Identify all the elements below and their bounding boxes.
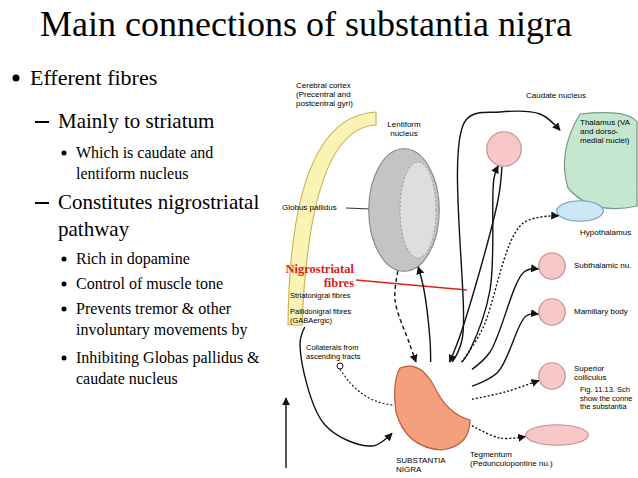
fibre-connector bbox=[462, 166, 498, 362]
node-label: Thalamus (VA and dorso-medial nuclei) bbox=[580, 118, 634, 146]
bullet-text: Which is caudate and lentiform nucleus bbox=[76, 143, 246, 185]
fibre-connector bbox=[461, 216, 558, 362]
outline-ellipse bbox=[369, 149, 440, 272]
bullet-text: Prevents tremor & other involuntary move… bbox=[76, 299, 276, 341]
fibre-label: Striatonigral fibres bbox=[290, 292, 370, 301]
node-label: Tegmentum (Pedunculopontine nu.) bbox=[470, 450, 570, 468]
node-label: Mamillary body bbox=[574, 307, 638, 316]
fibre-connector bbox=[472, 426, 525, 439]
bullet-dot bbox=[13, 75, 20, 82]
outline-path bbox=[564, 113, 637, 209]
bullet-text: Control of muscle tone bbox=[76, 274, 276, 295]
node-outline bbox=[368, 148, 440, 272]
node-outline bbox=[538, 362, 566, 390]
ascending-arrow bbox=[285, 398, 286, 468]
fibre-connector bbox=[472, 314, 538, 386]
outline-ellipse bbox=[539, 253, 566, 280]
bullet-text: Constitutes nigrostriatal pathway bbox=[58, 189, 273, 244]
fibre-connector bbox=[418, 267, 430, 362]
nucleus-ellipse: Lentiform nucleus bbox=[368, 148, 440, 272]
bullet-dot bbox=[62, 282, 67, 287]
nucleus-circle: Subthalamic nu. bbox=[538, 252, 566, 280]
fibre-label: Collaterals from ascending tracts bbox=[306, 344, 378, 361]
bullet-dot bbox=[62, 151, 67, 156]
part-label: Globus pallidus bbox=[282, 203, 352, 212]
node-outline bbox=[525, 424, 589, 446]
outline-path bbox=[395, 366, 470, 450]
outline-ellipse bbox=[539, 363, 566, 390]
bullet-dot bbox=[62, 307, 67, 312]
fibre-connector bbox=[472, 269, 538, 370]
node-label: Hypothalamus bbox=[580, 228, 638, 237]
outline-ellipse bbox=[487, 132, 522, 167]
node-label: Superior colliculus bbox=[574, 364, 624, 382]
bullet-text: Mainly to striatum bbox=[58, 108, 288, 135]
bullet-dot bbox=[62, 257, 67, 262]
node-outline bbox=[556, 200, 604, 222]
node-label: SUBSTANTIA NIGRA bbox=[396, 456, 456, 474]
fibre-connector bbox=[452, 111, 560, 362]
collateral-origin bbox=[337, 363, 343, 369]
node-label: Caudate nucleus bbox=[526, 91, 616, 100]
fibre-connector bbox=[472, 381, 539, 400]
collateral-line bbox=[340, 369, 393, 405]
node-outline bbox=[392, 362, 472, 454]
nucleus-circle: Caudate nucleus bbox=[486, 131, 522, 167]
bullet-dot bbox=[62, 356, 67, 361]
node-outline bbox=[486, 131, 522, 167]
bullet-text: Efferent fibres bbox=[30, 64, 290, 93]
node-outline bbox=[538, 252, 566, 280]
leader-line bbox=[356, 280, 467, 290]
bullet-text: Rich in dopamine bbox=[76, 249, 276, 270]
fibre-label: Pallidonigral fibres (GABAergic) bbox=[290, 308, 362, 325]
fibre-connector bbox=[450, 167, 502, 362]
outline-path bbox=[288, 112, 376, 325]
slide-title: Main connections of substantia nigra bbox=[40, 4, 572, 45]
fibre-connector bbox=[395, 271, 416, 362]
figure-caption: Fig. 11.13. Sch show the conne the subst… bbox=[580, 386, 638, 412]
outline-ellipse bbox=[539, 299, 566, 326]
nucleus-circle: Mamillary body bbox=[538, 298, 566, 326]
thalamus-shape: Thalamus (VA and dorso-medial nuclei) bbox=[560, 112, 638, 212]
inner-region bbox=[400, 162, 436, 258]
fibre-connector bbox=[300, 327, 392, 446]
nucleus-ellipse: Tegmentum (Pedunculopontine nu.) bbox=[525, 424, 589, 446]
node-label: Subthalamic nu. bbox=[574, 261, 638, 270]
bullet-dash bbox=[35, 121, 49, 123]
bullet-dash bbox=[35, 202, 49, 204]
nucleus-circle: Superior colliculus bbox=[538, 362, 566, 390]
pathway-label: Nigrostriatal fibres bbox=[262, 262, 354, 291]
bullet-text: Inhibiting Globas pallidus & caudate nuc… bbox=[76, 348, 261, 390]
outline-ellipse bbox=[557, 201, 604, 222]
outline-ellipse bbox=[526, 425, 589, 446]
node-outline bbox=[538, 298, 566, 326]
substantia-nigra-shape: SUBSTANTIA NIGRA bbox=[392, 362, 472, 454]
node-label: Lentiform nucleus bbox=[382, 120, 426, 138]
hypothalamus-shape: Hypothalamus bbox=[556, 200, 604, 222]
node-label: Cerebral cortex (Precentral and postcent… bbox=[296, 81, 368, 109]
